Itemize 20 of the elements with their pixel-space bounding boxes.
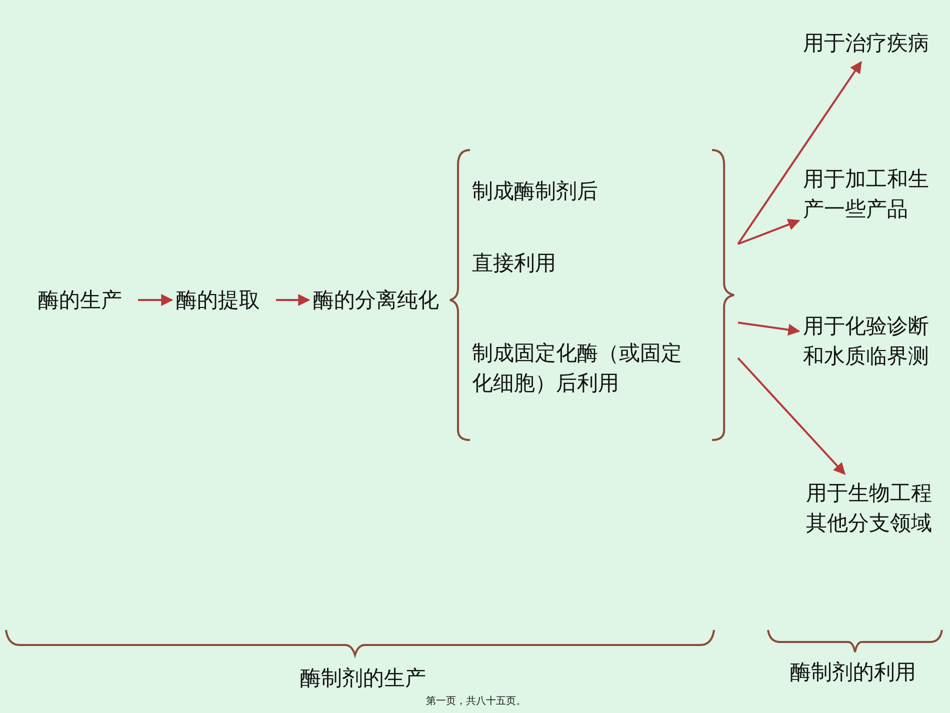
arrow xyxy=(138,294,174,306)
section-label: 酶制剂的利用 xyxy=(790,659,916,686)
option-text: 制成固定化酶（或固定化细胞）后利用 xyxy=(472,338,686,398)
step-text: 酶的生产 xyxy=(38,285,134,315)
arrow xyxy=(738,218,800,245)
application-text: 用于加工和生产一些产品 xyxy=(803,164,933,224)
section-label: 酶制剂的生产 xyxy=(300,665,426,692)
arrow xyxy=(737,357,846,475)
step-text: 酶的分离纯化 xyxy=(313,285,453,315)
right-brace xyxy=(712,150,734,440)
arrow xyxy=(738,322,800,336)
page-footer: 第一页，共八十五页。 xyxy=(426,694,526,708)
application-text: 用于治疗疾病 xyxy=(803,28,945,58)
application-text: 用于生物工程其他分支领域 xyxy=(806,478,946,538)
option-text: 制成酶制剂后 xyxy=(472,176,622,206)
arrow xyxy=(737,61,862,245)
option-text: 直接利用 xyxy=(472,248,582,278)
arrow xyxy=(276,294,310,306)
application-text: 用于化验诊断和水质临界测 xyxy=(803,311,933,371)
step-text: 酶的提取 xyxy=(176,285,272,315)
